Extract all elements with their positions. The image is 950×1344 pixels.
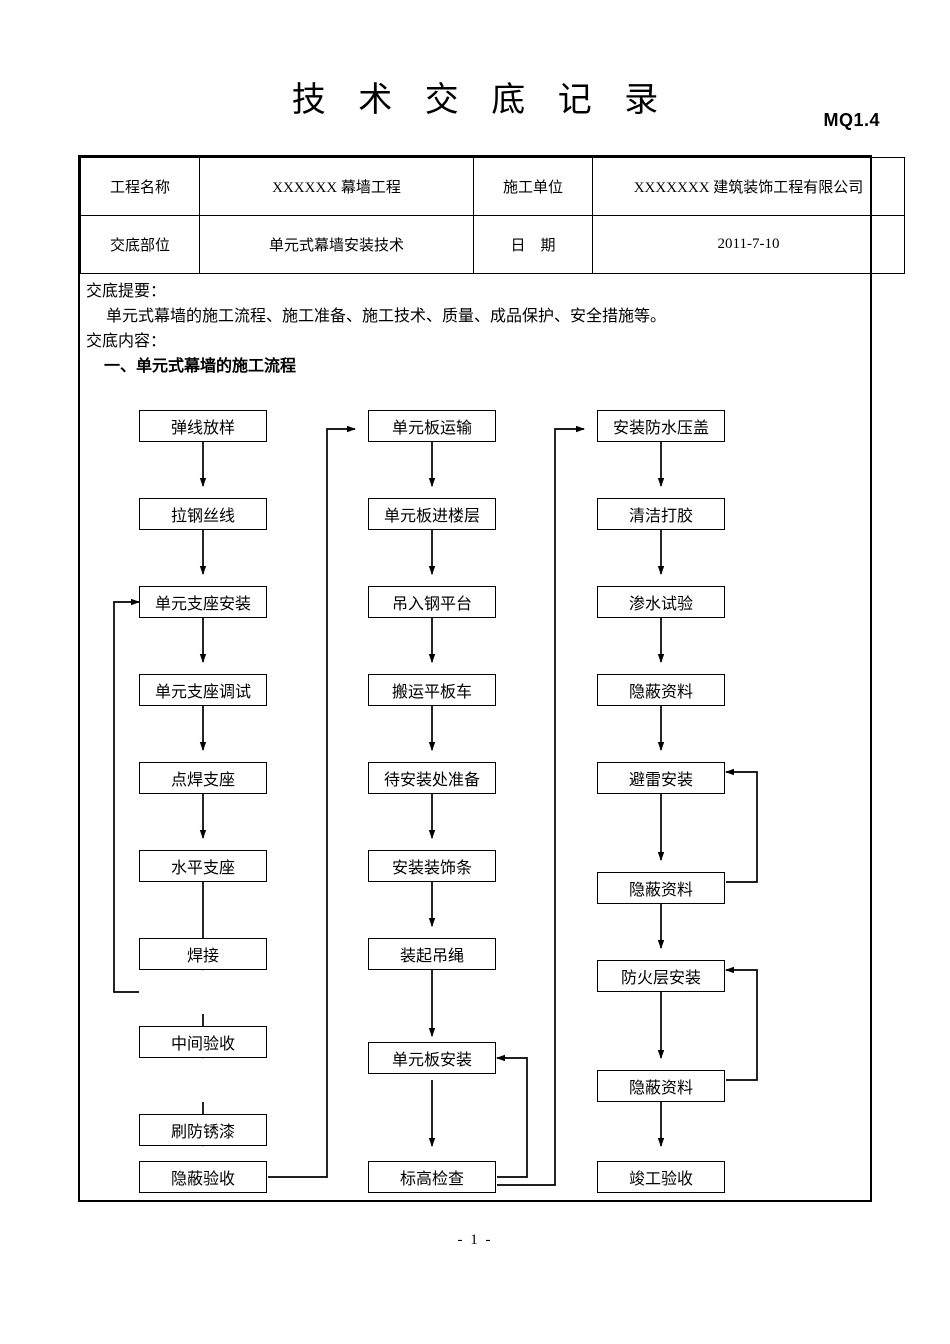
flow-node: 隐蔽资料 — [597, 1070, 725, 1102]
flow-node: 单元板进楼层 — [368, 498, 496, 530]
flow-node: 标高检查 — [368, 1161, 496, 1193]
content-text-block: 交底提要： 单元式幕墙的施工流程、施工准备、施工技术、质量、成品保护、安全措施等… — [86, 279, 866, 379]
flow-node: 搬运平板车 — [368, 674, 496, 706]
page-number: - 1 - — [457, 1232, 493, 1248]
flow-node: 避雷安装 — [597, 762, 725, 794]
flow-node: 焊接 — [139, 938, 267, 970]
flow-node: 单元支座安装 — [139, 586, 267, 618]
construction-unit-value: XXXXXXX 建筑装饰工程有限公司 — [592, 157, 905, 216]
date-value: 2011-7-10 — [592, 215, 905, 274]
flow-node: 水平支座 — [139, 850, 267, 882]
page-title: 技 术 交 底 记 录 — [291, 82, 671, 119]
table-row: 交底部位 单元式幕墙安装技术 日 期 2011-7-10 — [80, 215, 905, 274]
flow-node: 清洁打胶 — [597, 498, 725, 530]
summary-text: 单元式幕墙的施工流程、施工准备、施工技术、质量、成品保护、安全措施等。 — [106, 308, 667, 325]
flow-node: 安装装饰条 — [368, 850, 496, 882]
flow-node: 隐蔽资料 — [597, 872, 725, 904]
flow-node: 渗水试验 — [597, 586, 725, 618]
flow-node: 单元板运输 — [368, 410, 496, 442]
flow-node: 隐蔽验收 — [139, 1161, 267, 1193]
flow-node: 单元板安装 — [368, 1042, 496, 1074]
flow-node: 拉钢丝线 — [139, 498, 267, 530]
table-row: 工程名称 XXXXXX 幕墙工程 施工单位 XXXXXXX 建筑装饰工程有限公司 — [80, 157, 905, 216]
document-code: MQ1.4 — [823, 110, 880, 130]
flow-node: 中间验收 — [139, 1026, 267, 1058]
flow-node: 安装防水压盖 — [597, 410, 725, 442]
flow-node: 刷防锈漆 — [139, 1114, 267, 1146]
flow-node: 隐蔽资料 — [597, 674, 725, 706]
flow-node: 吊入钢平台 — [368, 586, 496, 618]
content-label: 交底内容： — [86, 333, 167, 350]
flow-node: 弹线放样 — [139, 410, 267, 442]
flow-node: 单元支座调试 — [139, 674, 267, 706]
summary-label: 交底提要： — [86, 283, 167, 300]
flowchart: 弹线放样 拉钢丝线 单元支座安装 单元支座调试 点焊支座 水平支座 焊接 中间验… — [80, 157, 870, 1200]
info-table: 工程名称 XXXXXX 幕墙工程 施工单位 XXXXXXX 建筑装饰工程有限公司… — [80, 157, 905, 274]
flow-node: 装起吊绳 — [368, 938, 496, 970]
project-name-label: 工程名称 — [80, 157, 200, 216]
flow-node: 竣工验收 — [597, 1161, 725, 1193]
flow-node: 防火层安装 — [597, 960, 725, 992]
flow-node: 待安装处准备 — [368, 762, 496, 794]
disclosure-part-value: 单元式幕墙安装技术 — [199, 215, 474, 274]
flow-node: 点焊支座 — [139, 762, 267, 794]
date-label: 日 期 — [473, 215, 593, 274]
content-frame: 工程名称 XXXXXX 幕墙工程 施工单位 XXXXXXX 建筑装饰工程有限公司… — [78, 155, 905, 1202]
project-name-value: XXXXXX 幕墙工程 — [199, 157, 474, 216]
flowchart-connectors — [113, 425, 758, 1186]
section-heading: 一、单元式幕墙的施工流程 — [104, 358, 297, 375]
